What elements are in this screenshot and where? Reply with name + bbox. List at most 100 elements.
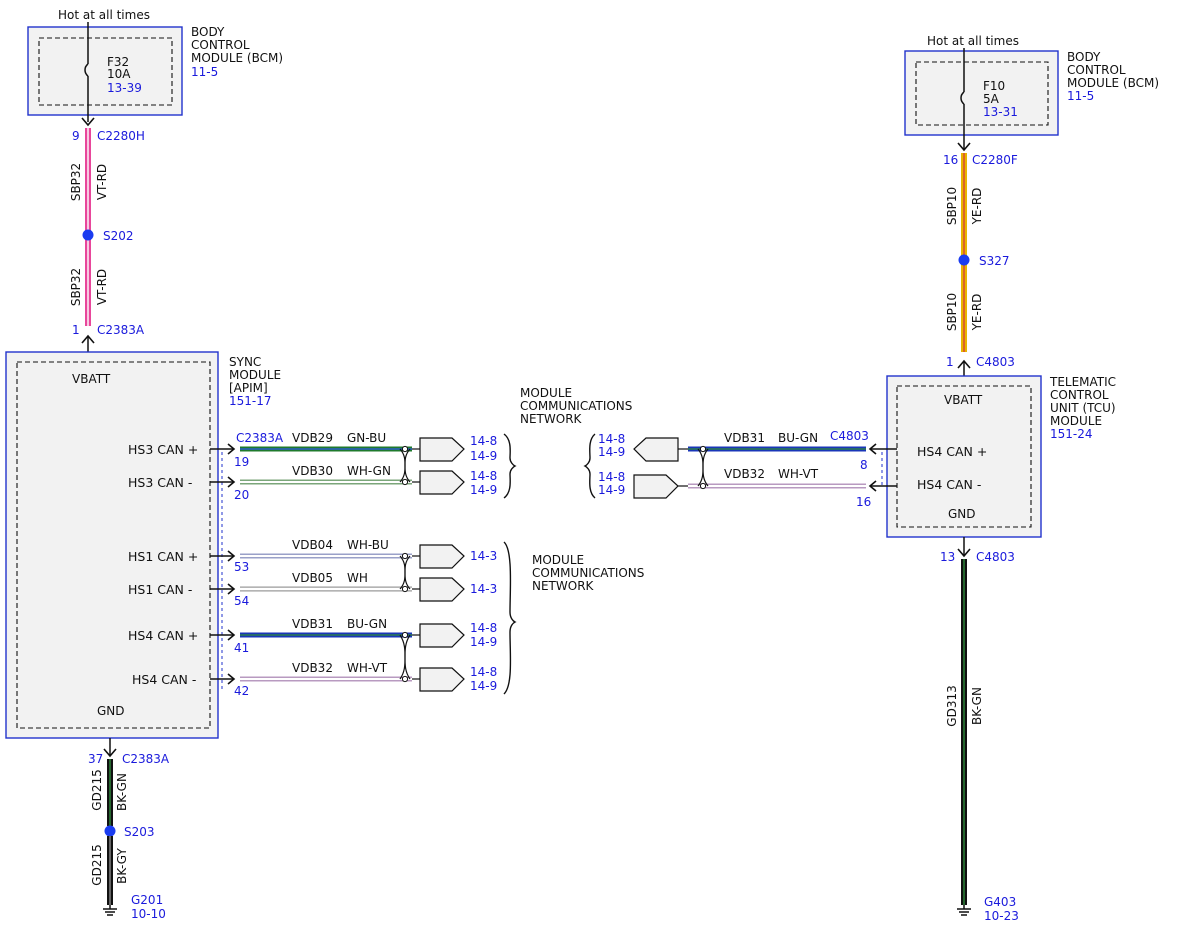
- sync-pin-hs4-can-minus: HS4 CAN - 42 VDB32 WH-VT: [132, 661, 412, 698]
- right-wire-lower-circuit: SBP10: [945, 293, 959, 331]
- left-conn-top-name: C2280H: [97, 129, 145, 143]
- sync-title-2: MODULE: [229, 368, 281, 382]
- tcu-pin-color: BU-GN: [778, 431, 818, 445]
- right-network-connectors: 14-8 14-9 14-8 14-9: [583, 432, 688, 499]
- sync-pin-color: WH-VT: [347, 661, 388, 675]
- right-conn-top-pin: 16: [943, 153, 958, 167]
- page-ref[interactable]: 14-8: [598, 470, 625, 484]
- tcu-connector-label: C4803: [830, 429, 869, 443]
- right-conn-tcu-pin: 1: [946, 355, 954, 369]
- sync-pin-number: 42: [234, 684, 249, 698]
- page-ref[interactable]: 14-9: [470, 679, 497, 693]
- left-gnd-splice-label: S203: [124, 825, 155, 839]
- tcu-pin-label: HS4 CAN +: [917, 444, 987, 459]
- sync-pin-label: HS1 CAN +: [128, 549, 198, 564]
- page-ref[interactable]: 14-9: [598, 483, 625, 497]
- right-gnd-circuit: GD313: [945, 685, 959, 726]
- sync-connector-label: C2383A: [236, 431, 284, 445]
- network-brace: [503, 541, 517, 695]
- page-link-shape: [419, 437, 465, 462]
- left-fuse-name: F32: [107, 55, 129, 69]
- page-ref[interactable]: 14-3: [470, 549, 497, 563]
- sync-vbatt-label: VBATT: [72, 372, 111, 386]
- sync-pin-label: HS4 CAN -: [132, 672, 196, 687]
- page-link-shape: [419, 577, 465, 602]
- right-power-wire: 16 C2280F SBP10 YE-RD S327 SBP10 YE-RD 1…: [943, 153, 1018, 387]
- right-ground-ref: 10-23: [984, 909, 1019, 923]
- left-bcm-ref: 11-5: [191, 65, 218, 79]
- right-fuse-rating: 5A: [983, 92, 1000, 106]
- network-label-top-3: NETWORK: [520, 412, 583, 426]
- sync-pin-hs1-can-plus: HS1 CAN + 53 VDB04 WH-BU: [128, 538, 412, 574]
- tcu-title-4: MODULE: [1050, 414, 1102, 428]
- splice-s327-dot: [958, 254, 970, 266]
- splice-s202-dot: [82, 229, 94, 241]
- sync-pin-circuit: VDB04: [292, 538, 333, 552]
- sync-pin-hs1-can-minus: HS1 CAN - 54 VDB05 WH: [128, 571, 412, 608]
- left-gnd-upper-color: BK-GN: [115, 773, 129, 811]
- left-wire-upper-color: VT-RD: [95, 164, 109, 200]
- page-ref[interactable]: 14-9: [470, 483, 497, 497]
- right-bcm-title-2: CONTROL: [1067, 63, 1126, 77]
- right-conn-top-name: C2280F: [972, 153, 1018, 167]
- right-conn-gnd-pin: 13: [940, 550, 955, 564]
- page-ref[interactable]: 14-8: [470, 665, 497, 679]
- right-wire-lower-color: YE-RD: [970, 294, 984, 332]
- sync-pin-color: WH-BU: [347, 538, 389, 552]
- left-conn-gnd-pin: 37: [88, 752, 103, 766]
- sync-pin-hs3-can-plus: HS3 CAN + 19 VDB29 GN-BU: [128, 431, 412, 469]
- network-label-mid-2: COMMUNICATIONS: [532, 566, 644, 580]
- tcu-pin-color: WH-VT: [778, 467, 819, 481]
- page-link-shape: [419, 667, 465, 692]
- left-fuse-rating: 10A: [107, 67, 131, 81]
- page-ref[interactable]: 14-9: [470, 449, 497, 463]
- page-ref[interactable]: 14-8: [470, 469, 497, 483]
- right-gnd-color: BK-GN: [970, 687, 984, 725]
- left-fuse-ref: 13-39: [107, 81, 142, 95]
- sync-pin-label: HS1 CAN -: [128, 582, 192, 597]
- tcu-title-1: TELEMATIC: [1049, 375, 1116, 389]
- sync-pin-number: 19: [234, 455, 249, 469]
- sync-pin-label: HS3 CAN -: [128, 475, 192, 490]
- left-conn-top-pin: 9: [72, 129, 80, 143]
- sync-pin-circuit: VDB30: [292, 464, 333, 478]
- tcu-pin-number: 16: [856, 495, 871, 509]
- tcu-pin-hs4-can-minus: 16 VDB32 WH-VT: [688, 467, 897, 509]
- tcu-ref: 151-24: [1050, 427, 1093, 441]
- left-wire-upper-circuit: SBP32: [69, 163, 83, 201]
- network-brace: [583, 433, 596, 499]
- right-bcm-fuse-box: Hot at all times F10 5A 13-31 BODY CONTR…: [904, 34, 1159, 152]
- page-ref[interactable]: 14-8: [598, 432, 625, 446]
- sync-pin-color: GN-BU: [347, 431, 386, 445]
- left-bcm-title-1: BODY: [191, 25, 225, 39]
- page-ref[interactable]: 14-9: [598, 445, 625, 459]
- tcu-pin-label: HS4 CAN -: [917, 477, 981, 492]
- page-ref[interactable]: 14-3: [470, 582, 497, 596]
- right-fuse-ref: 13-31: [983, 105, 1018, 119]
- page-link-shape: [419, 470, 465, 495]
- sync-title-3: [APIM]: [229, 381, 268, 395]
- splice-s203-dot: [104, 825, 116, 837]
- left-bcm-fuse-box: Hot at all times F32 10A 13-39 BODY CONT…: [27, 8, 283, 127]
- page-ref[interactable]: 14-8: [470, 434, 497, 448]
- sync-pin-number: 41: [234, 641, 249, 655]
- tcu-pin-circuit: VDB32: [724, 467, 765, 481]
- left-bcm-title-2: CONTROL: [191, 38, 250, 52]
- left-wire-lower-color: VT-RD: [95, 269, 109, 305]
- page-ref[interactable]: 14-8: [470, 621, 497, 635]
- sync-pin-number: 54: [234, 594, 249, 608]
- sync-pin-hs4-can-plus: HS4 CAN + 41 VDB31 BU-GN: [128, 617, 412, 655]
- tcu-pin-hs4-can-plus: 8 VDB31 BU-GN: [688, 431, 897, 472]
- left-power-wire: 9 C2280H SBP32 VT-RD S202 SBP32 VT-RD 1 …: [69, 128, 145, 362]
- tcu-title-3: UNIT (TCU): [1050, 401, 1116, 415]
- page-link-shape: [419, 623, 465, 648]
- right-wire-upper-circuit: SBP10: [945, 187, 959, 225]
- right-bcm-ref: 11-5: [1067, 89, 1094, 103]
- right-fuse-name: F10: [983, 79, 1005, 93]
- sync-module: VBATT GND SYNC MODULE [APIM] 151-17 C238…: [5, 351, 284, 739]
- sync-pin-hs3-can-minus: HS3 CAN - 20 VDB30 WH-GN: [128, 464, 412, 502]
- sync-pin-number: 53: [234, 560, 249, 574]
- page-ref[interactable]: 14-9: [470, 635, 497, 649]
- sync-pin-color: BU-GN: [347, 617, 387, 631]
